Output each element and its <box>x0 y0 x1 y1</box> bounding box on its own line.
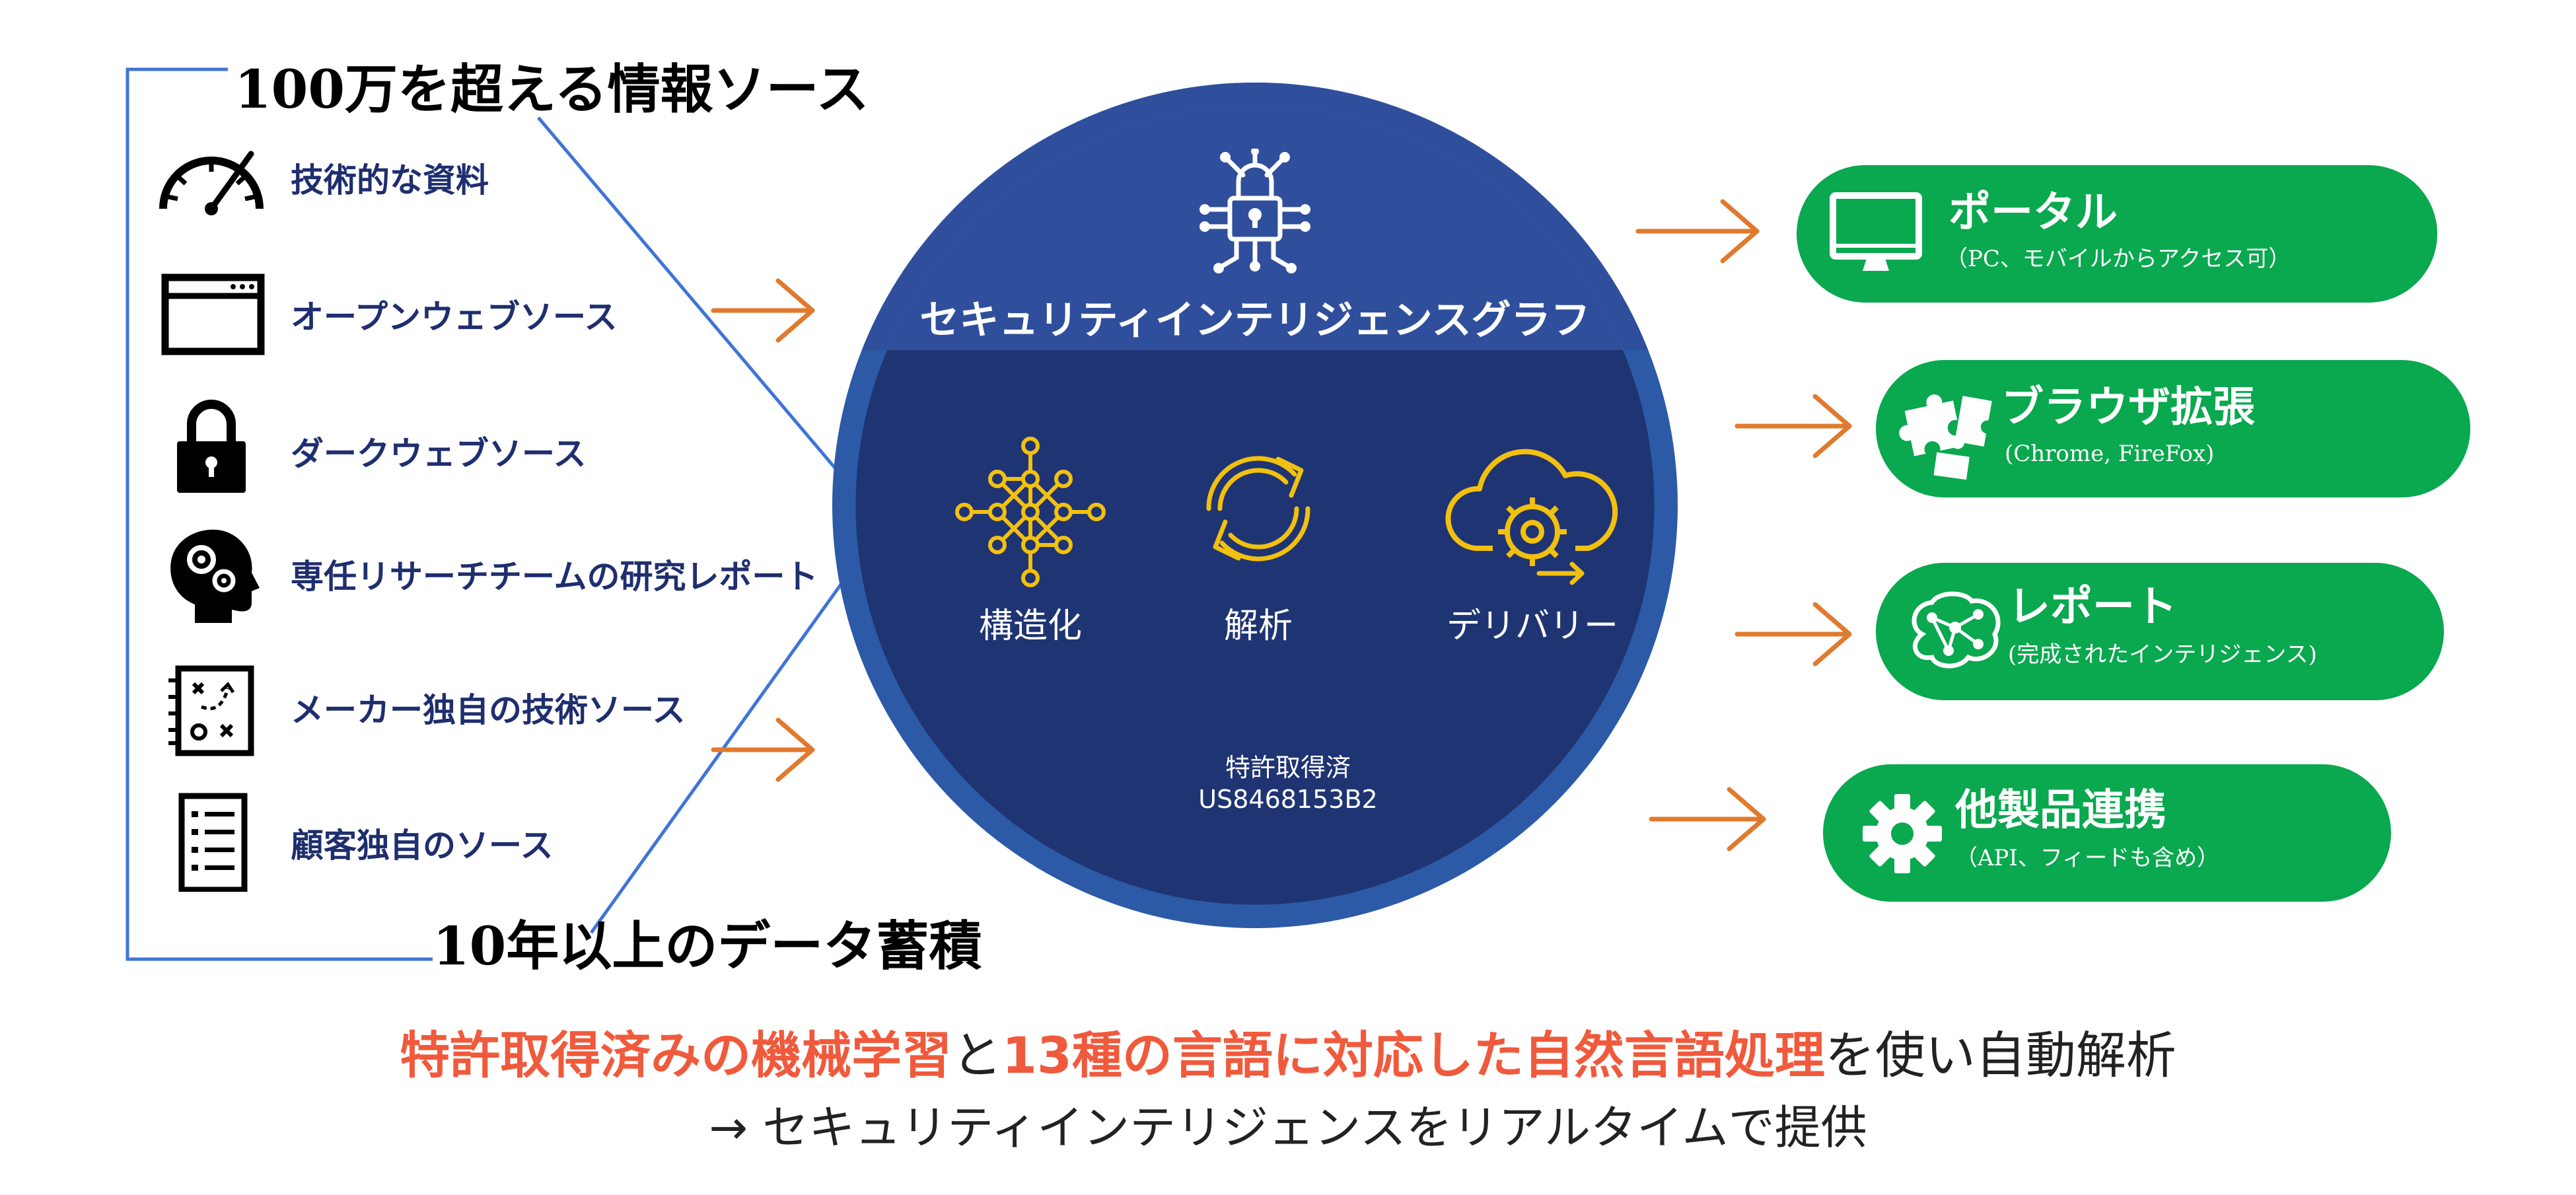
source-label-vendor-tech: メーカー独自の技術ソース <box>291 691 686 729</box>
output-arrows <box>1635 199 1852 851</box>
source-label-research-team: 専任リサーチチームの研究レポート <box>291 558 818 596</box>
brain-network-icon <box>1902 588 2008 674</box>
step-label-analysis: 解析 <box>1223 606 1293 646</box>
step-label-structuring: 構造化 <box>978 606 1082 646</box>
output-title-integration: 他製品連携 <box>1955 786 2166 835</box>
sources-heading-bottom: 10年以上のデータ蓄積 <box>433 915 982 977</box>
circuit-lock-icon <box>1189 147 1321 274</box>
speedometer-icon <box>155 131 268 230</box>
head-gears-icon <box>155 525 268 624</box>
monitor-icon <box>1826 190 1925 276</box>
output-subtitle-report: (完成されたインテリジェンス) <box>2008 641 2317 668</box>
output-browser-extension: ブラウザ拡張 (Chrome, FireFox) <box>1876 360 2470 497</box>
strategy-board-icon <box>155 661 268 760</box>
caption-highlight-ml: 特許取得済みの機械学習 <box>400 1026 952 1085</box>
output-arrow-portal <box>1635 199 1760 264</box>
caption-line-2: → セキュリティインテリジェンスをリアルタイムで提供 <box>709 1101 1867 1155</box>
source-label-technical-docs: 技術的な資料 <box>291 161 489 199</box>
padlock-icon <box>155 396 268 495</box>
output-subtitle-browser-extension: (Chrome, FireFox) <box>2005 441 2215 467</box>
output-title-browser-extension: ブラウザ拡張 <box>2001 383 2255 432</box>
caption-connector: と <box>952 1026 1003 1085</box>
source-bracket <box>125 67 873 961</box>
output-title-report: レポート <box>2008 583 2177 632</box>
sources-heading-top: 100万を超える情報ソース <box>234 58 869 120</box>
refresh-arrows-icon <box>1179 429 1338 588</box>
input-arrow-top <box>711 278 815 343</box>
patent-label: 特許取得済 <box>1225 753 1351 782</box>
output-integration: 他製品連携 （API、フィードも含め） <box>1823 764 2391 902</box>
gear-icon <box>1859 791 1945 877</box>
output-arrow-integration <box>1649 787 1766 851</box>
caption-line-1: 特許取得済みの機械学習と13種の言語に対応した自然言語処理を使い自動解析 <box>0 1031 2576 1081</box>
caption-tail: を使い自動解析 <box>1824 1026 2176 1085</box>
output-portal: ポータル （PC、モバイルからアクセス可） <box>1797 165 2437 303</box>
puzzle-icon <box>1896 379 2001 481</box>
source-label-customer-own: 顧客独自のソース <box>291 826 554 865</box>
network-graph-icon <box>951 433 1110 591</box>
source-label-dark-web: ダークウェブソース <box>291 435 587 473</box>
input-arrow-bottom <box>711 717 815 782</box>
output-report: レポート (完成されたインテリジェンス) <box>1876 563 2444 700</box>
graph-title: セキュリティインテリジェンスグラフ <box>919 297 1591 344</box>
step-label-delivery: デリバリー <box>1446 606 1618 646</box>
cloud-gear-icon <box>1440 423 1625 588</box>
browser-window-icon <box>155 264 268 363</box>
output-arrow-extension <box>1735 394 1852 458</box>
output-title-portal: ポータル <box>1949 188 2118 237</box>
source-label-open-web: オープンウェブソース <box>291 298 618 336</box>
caption-highlight-nlp: 13種の言語に対応した自然言語処理 <box>1002 1026 1825 1085</box>
checklist-icon <box>155 793 268 893</box>
output-arrow-report <box>1735 602 1852 667</box>
output-subtitle-integration: （API、フィードも含め） <box>1955 845 2220 871</box>
output-subtitle-portal: （PC、モバイルからアクセス可） <box>1945 246 2291 272</box>
patent-number: US8468153B2 <box>1198 785 1378 814</box>
input-arrows <box>711 278 815 782</box>
intelligence-graph-circle <box>832 83 1678 928</box>
